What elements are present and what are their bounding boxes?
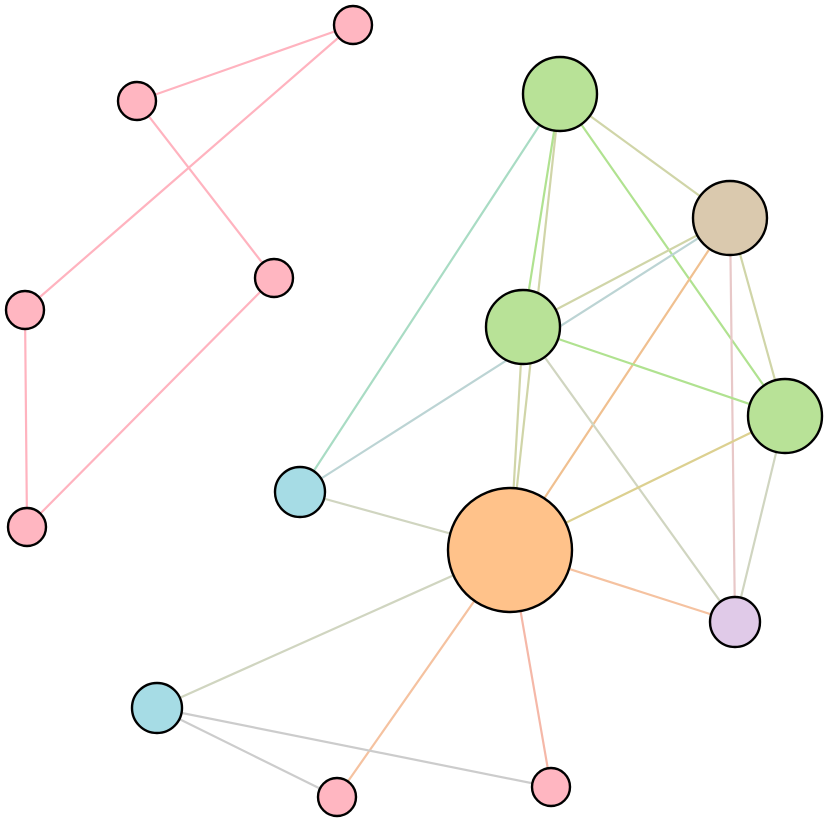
node-layer bbox=[4, 4, 824, 818]
node-n4-pink bbox=[4, 289, 46, 331]
edge-n1-n2 bbox=[135, 23, 355, 103]
edge-n13-n14 bbox=[155, 706, 339, 799]
node-n7-tan bbox=[691, 179, 769, 257]
node-n5-pink bbox=[6, 506, 48, 548]
edge-n11-n13 bbox=[155, 548, 512, 710]
edge-n3-n5 bbox=[25, 276, 276, 529]
node-n13-cyan bbox=[130, 681, 184, 735]
node-n12-lavender bbox=[708, 595, 762, 649]
node-n10-cyan bbox=[273, 465, 327, 519]
edge-n2-n3 bbox=[135, 99, 276, 280]
node-n1-pink bbox=[332, 4, 374, 46]
node-n11-orange bbox=[446, 486, 574, 614]
node-n2-pink bbox=[116, 80, 158, 122]
edge-n4-n5 bbox=[23, 308, 29, 529]
edge-n6-n8 bbox=[521, 92, 562, 329]
edge-n7-n11 bbox=[508, 216, 732, 552]
edge-n7-n12 bbox=[728, 216, 737, 624]
edge-n6-n10 bbox=[298, 92, 562, 494]
node-n14-pink bbox=[316, 776, 358, 818]
edge-n8-n12 bbox=[521, 325, 737, 624]
edge-n7-n8 bbox=[521, 216, 732, 329]
node-n3-pink bbox=[253, 257, 295, 299]
node-n15-pink bbox=[530, 766, 572, 808]
node-n6-green bbox=[521, 55, 599, 133]
edge-n13-n15 bbox=[155, 706, 553, 789]
node-n8-green bbox=[484, 288, 562, 366]
node-n9-green bbox=[746, 377, 824, 455]
edge-n8-n9 bbox=[521, 325, 787, 418]
edge-layer bbox=[23, 23, 787, 799]
